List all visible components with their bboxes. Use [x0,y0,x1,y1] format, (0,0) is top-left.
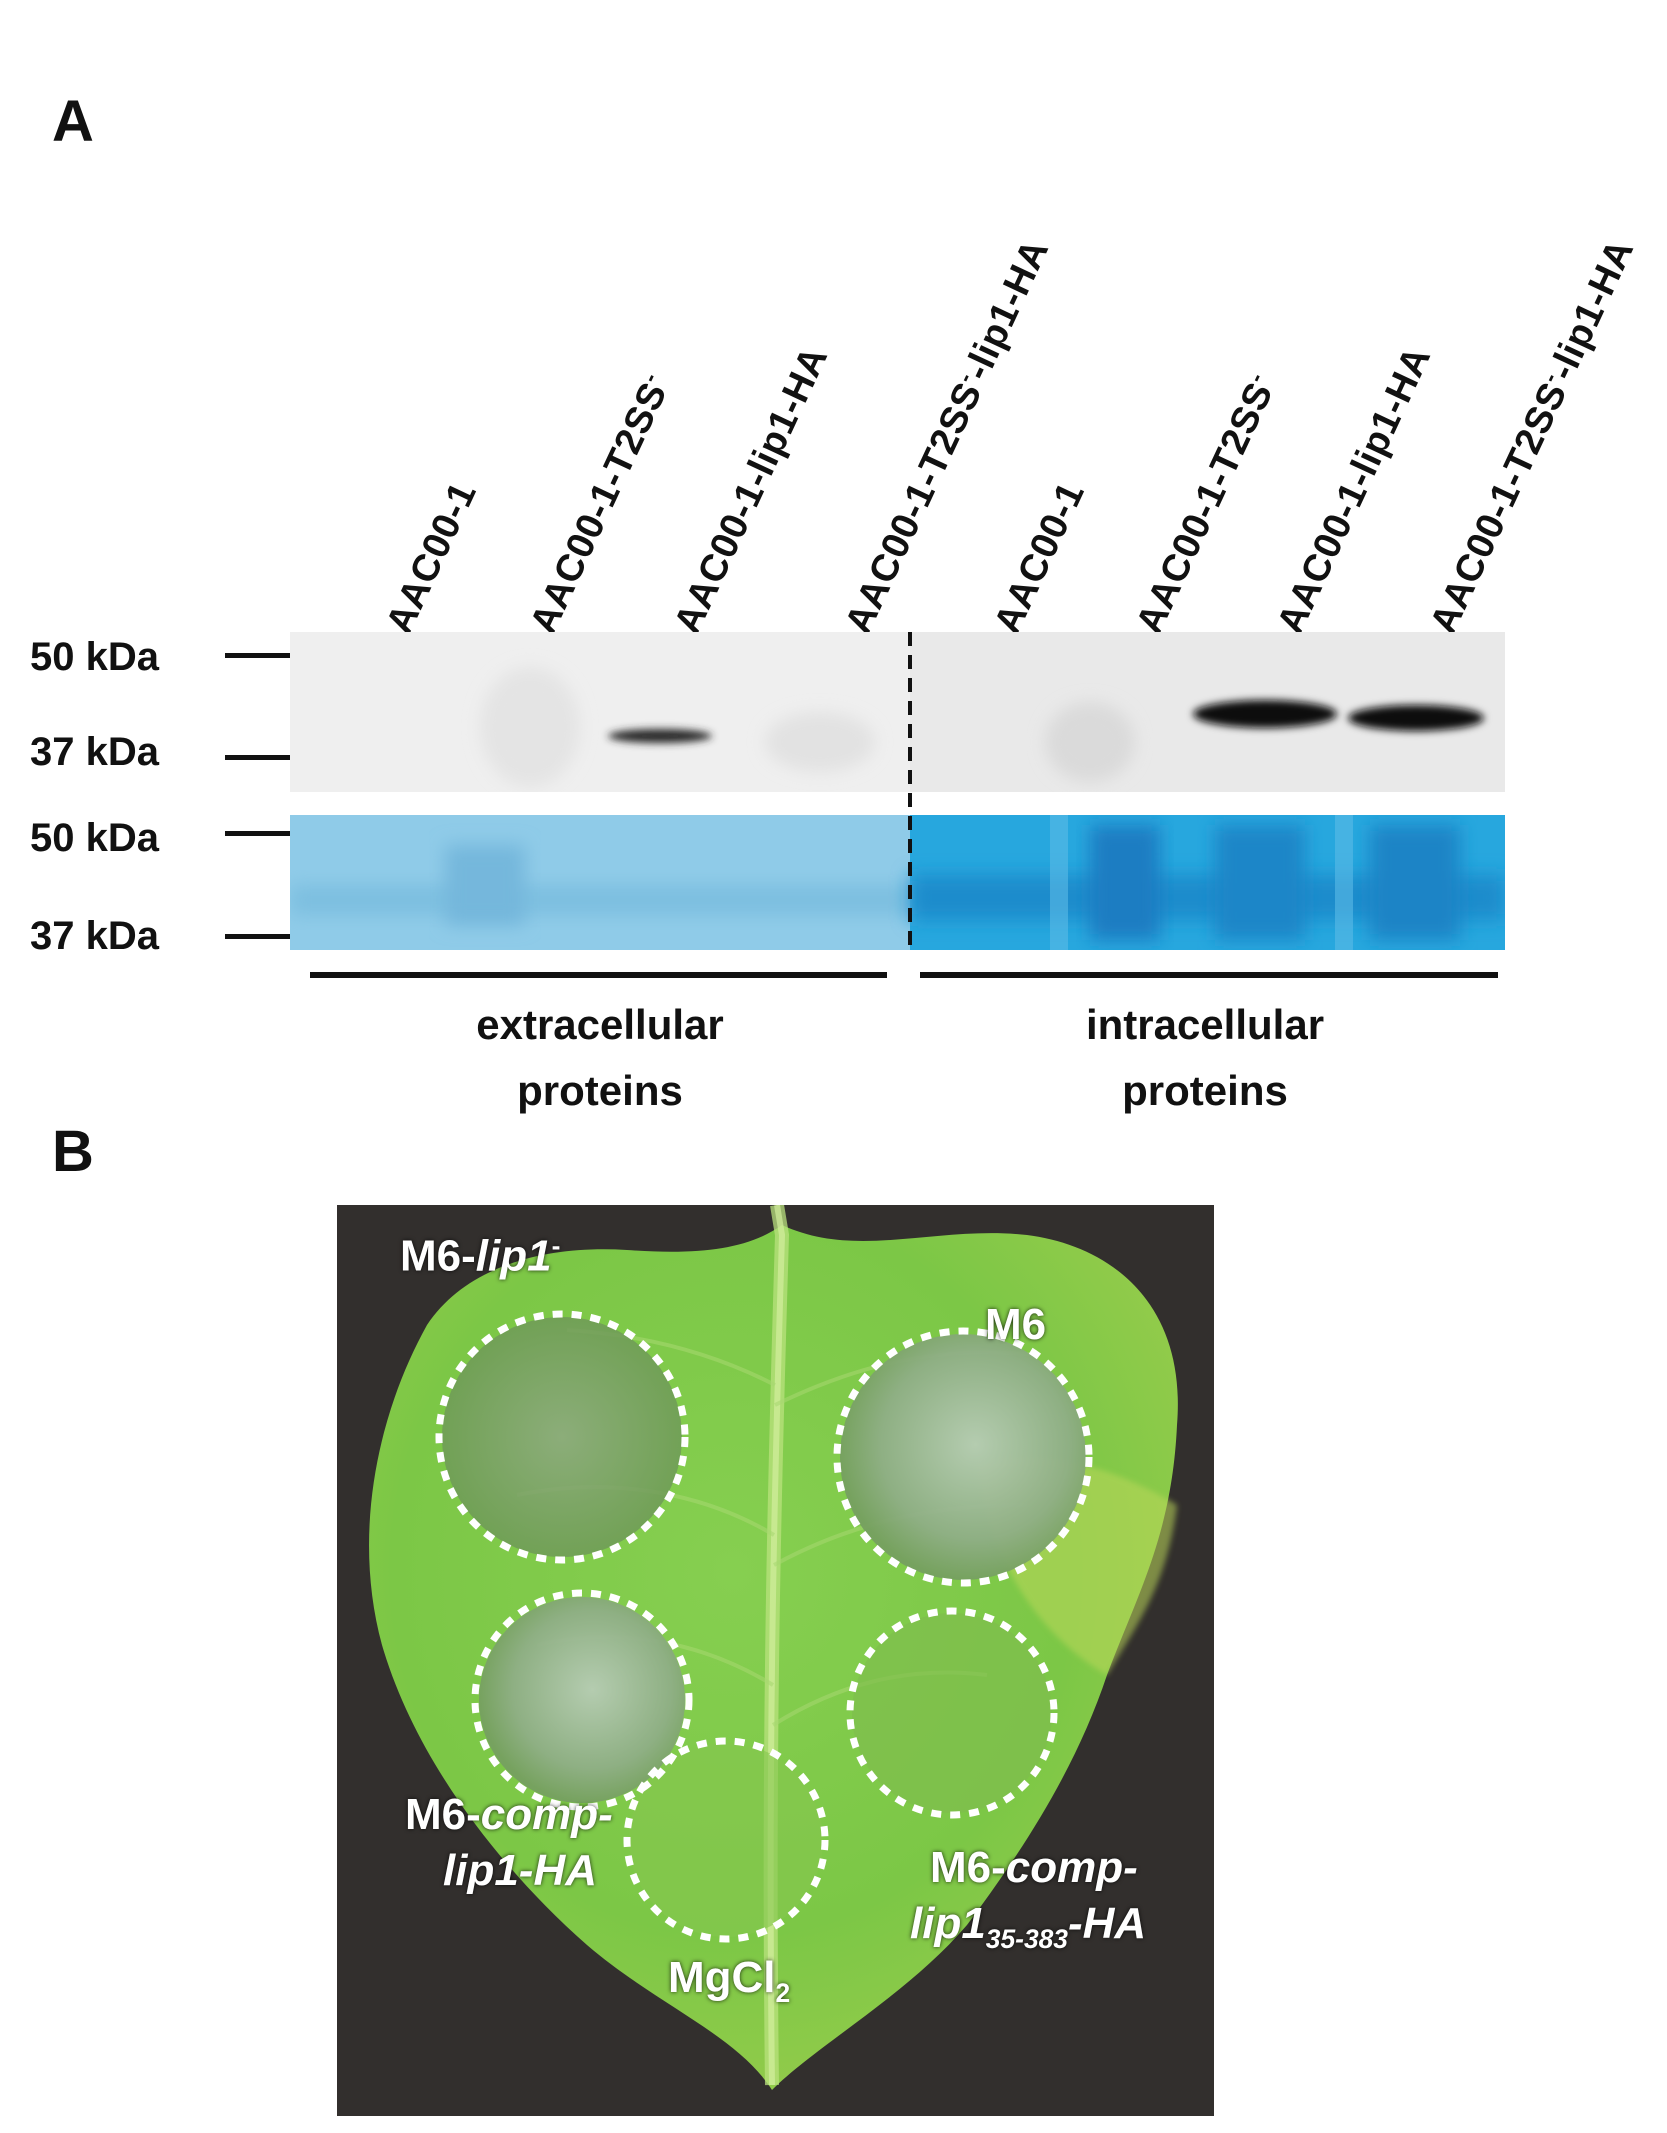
lane-label-8: AAC00-1-T2SS--lip1-HA [1422,233,1643,641]
lane-label-6: AAC00-1-T2SS- [1128,368,1282,641]
infiltration-circle-m6 [833,1327,1093,1587]
label-mgcl2: MgCl2 [668,1953,791,2008]
infiltration-circle-comp-lip1 [471,1589,693,1811]
lane-label-7: AAC00-1-lip1-HA [1269,340,1440,641]
marker-tick-western-50 [225,653,293,658]
extracellular-group-label: extracellular proteins [476,1001,724,1114]
infiltration-circle-mgcl2 [623,1737,829,1943]
leaf-photo [337,1205,1214,2116]
label-m6-comp-lip1-truncated: M6-comp- lip135-383-HA [910,1843,1147,1954]
infiltration-circle-comp-truncated [846,1607,1058,1819]
western-blot-image [290,632,1505,792]
marker-tick-western-37 [225,755,293,760]
intracellular-group-label: intracellular proteins [1085,1001,1325,1114]
label-m6: M6 [985,1300,1047,1349]
lane-separator-dashed-line [908,632,912,950]
infiltration-circle-lip1 [435,1310,689,1564]
intracellular-group-bar [920,972,1498,978]
lane-label-2: AAC00-1-T2SS- [522,368,676,641]
panel-b-letter: B [52,1119,94,1184]
coomassie-stain-image [290,815,1505,950]
marker-stain-37: 37 kDa [30,914,159,958]
marker-tick-stain-50 [225,831,293,836]
marker-western-50: 50 kDa [30,635,159,679]
label-m6-comp-lip1-ha: M6-comp- lip1-HA [405,1790,613,1895]
lane-label-3: AAC00-1-lip1-HA [666,340,837,641]
lane-label-1: AAC00-1 [378,475,485,641]
marker-stain-50: 50 kDa [30,816,159,860]
label-m6-lip1-mutant: M6-lip1- [400,1231,561,1281]
marker-tick-stain-37 [225,934,293,939]
lane-label-5: AAC00-1 [986,475,1093,641]
extracellular-group-bar [310,972,887,978]
panel-a-letter: A [52,89,94,154]
marker-western-37: 37 kDa [30,730,159,774]
